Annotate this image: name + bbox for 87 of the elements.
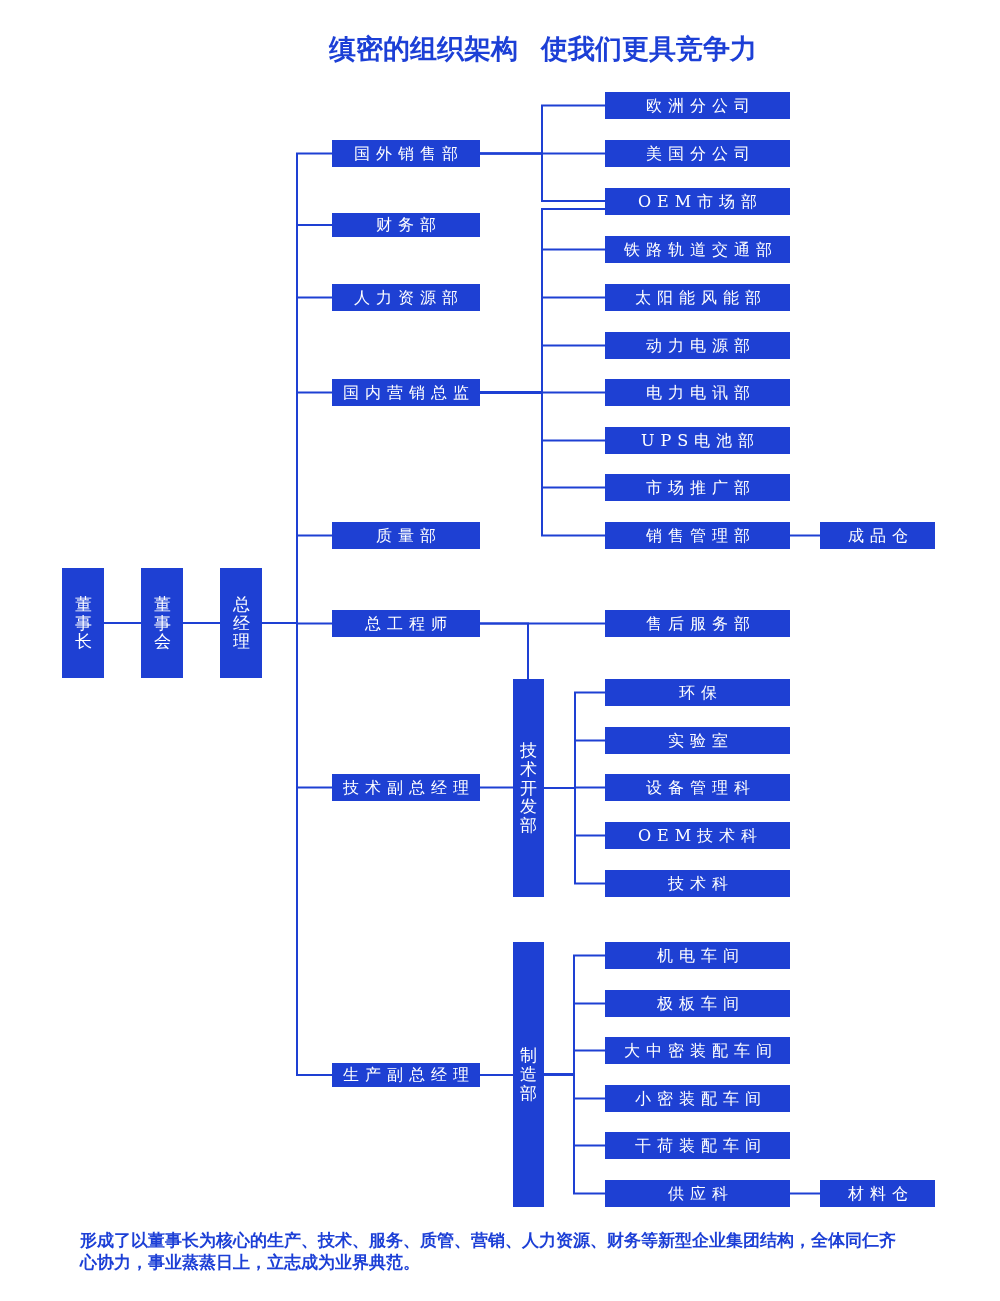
unit-name: 国内营销总监 (343, 382, 475, 403)
org-box (605, 427, 790, 454)
unit-name: 总工程师 (365, 613, 453, 634)
unit-name: 成品仓 (847, 525, 914, 546)
unit-name: 制造部 (520, 1046, 537, 1103)
connector-line (182, 622, 221, 624)
unit-name: 干荷装配车间 (634, 1135, 767, 1156)
org-box (332, 522, 480, 549)
org-box (605, 870, 790, 897)
org-box (332, 774, 480, 801)
connector-line (103, 622, 142, 624)
unit-name: 董事会 (153, 594, 171, 652)
org-box (605, 1085, 790, 1112)
unit-name: 欧洲分公司 (645, 95, 756, 116)
org-box (605, 727, 790, 754)
org-box (332, 379, 480, 406)
org-box (605, 1037, 790, 1064)
title: 缜密的组织架构 使我们更具竞争力 (328, 33, 758, 66)
org-box (605, 774, 790, 801)
caption: 形成了以董事长为核心的生产、技术、服务、质管、营销、人力资源、财务等新型企业集团结构，全体同仁齐心协力，事业蒸蒸日上，立志成为业界典范。 (80, 1229, 897, 1273)
connector-line (789, 1192, 821, 1195)
unit-name: 国外销售部 (354, 143, 464, 164)
unit-name: OEM技术科 (637, 825, 764, 846)
unit-name: 技术科 (667, 873, 734, 894)
unit-name: 小密装配车间 (634, 1088, 767, 1109)
unit-name: 生产副总经理 (343, 1065, 475, 1085)
unit-name: 动力电源部 (645, 335, 756, 356)
vertical-org-box (141, 568, 183, 678)
vertical-org-box (62, 568, 104, 678)
unit-name: UPS电池部 (640, 430, 761, 451)
org-box (605, 610, 790, 637)
org-box (332, 610, 480, 637)
unit-name: 实验室 (667, 730, 734, 751)
connector-line (479, 391, 606, 537)
connector-line (543, 787, 606, 885)
unit-name: OEM市场部 (637, 191, 764, 212)
connector-line (479, 152, 606, 202)
org-box (605, 236, 790, 263)
unit-name: 董事长 (74, 594, 92, 652)
vertical-org-box (220, 568, 262, 678)
org-box (605, 92, 790, 119)
org-box (332, 284, 480, 311)
org-box (820, 1180, 935, 1207)
org-box (332, 213, 480, 237)
unit-name: 质量部 (376, 525, 442, 546)
org-box (332, 140, 480, 167)
org-box (605, 1180, 790, 1207)
unit-name: 技术副总经理 (343, 777, 475, 798)
org-box (820, 522, 935, 549)
unit-name: 财务部 (376, 215, 442, 235)
unit-name: 供应科 (667, 1183, 734, 1204)
vertical-org-box (513, 679, 544, 897)
org-box (605, 822, 790, 849)
org-box (605, 679, 790, 706)
unit-name: 电力电讯部 (645, 382, 756, 403)
org-box (605, 942, 790, 969)
connector-line (479, 1074, 514, 1076)
unit-name: 市场推广部 (645, 477, 756, 498)
unit-name: 大中密装配车间 (623, 1040, 778, 1061)
unit-name: 售后服务部 (645, 613, 756, 634)
org-box (605, 1132, 790, 1159)
connector-line (543, 1073, 606, 1195)
unit-name: 销售管理部 (645, 525, 756, 546)
connector-line (479, 622, 529, 680)
org-box (605, 474, 790, 501)
vertical-org-box (513, 942, 544, 1207)
unit-name: 技术开发部 (520, 741, 537, 835)
connector-line (789, 534, 821, 537)
unit-name: 材料仓 (847, 1183, 914, 1204)
unit-name: 太阳能风能部 (634, 287, 767, 308)
unit-name: 极板车间 (656, 993, 745, 1014)
unit-name: 设备管理科 (645, 777, 756, 798)
org-box (605, 188, 790, 215)
org-box (605, 284, 790, 311)
org-box (605, 379, 790, 406)
org-box (605, 140, 790, 167)
connector-line (479, 786, 514, 789)
unit-name: 美国分公司 (645, 143, 756, 164)
unit-name: 环保 (678, 682, 723, 703)
unit-name: 人力资源部 (354, 287, 464, 308)
unit-name: 铁路轨道交通部 (623, 239, 778, 260)
unit-name: 机电车间 (656, 945, 745, 966)
org-box (605, 332, 790, 359)
org-box (605, 990, 790, 1017)
org-box (605, 522, 790, 549)
org-box (332, 1063, 480, 1087)
unit-name: 总经理 (232, 594, 250, 652)
